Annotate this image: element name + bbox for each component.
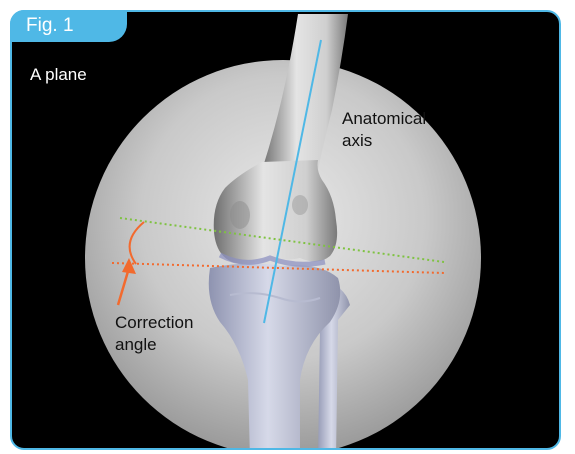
anatomical-axis-label-line1: Anatomical [342, 108, 426, 130]
anatomical-axis-label-line2: axis [342, 130, 426, 152]
anatomical-axis-label: Anatomical axis [342, 108, 426, 152]
correction-angle-label: Correction angle [115, 312, 193, 356]
figure-tab: Fig. 1 [10, 10, 127, 42]
correction-angle-label-line2: angle [115, 334, 193, 356]
plane-label: A plane [30, 65, 87, 85]
correction-angle-label-line1: Correction [115, 312, 193, 334]
